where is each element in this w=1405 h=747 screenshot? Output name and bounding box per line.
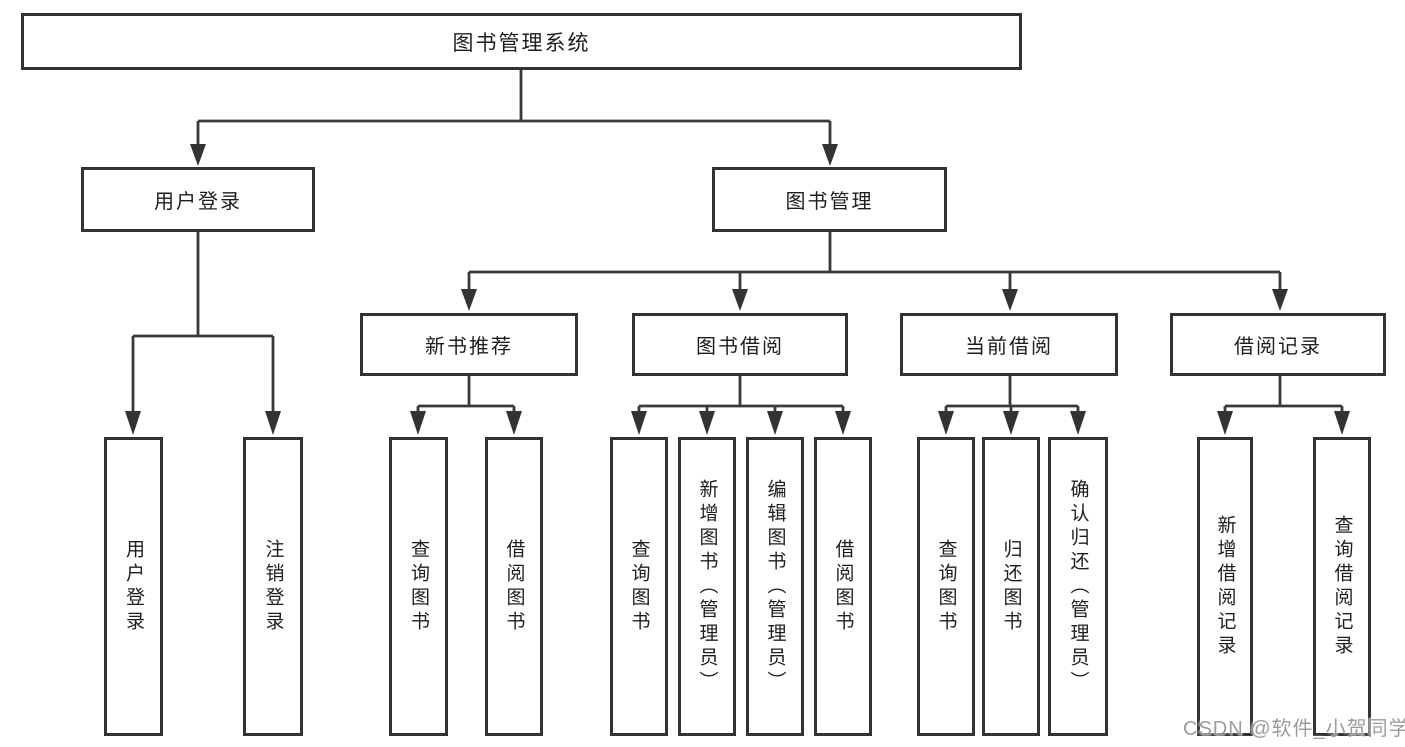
arrowhead — [699, 411, 715, 435]
arrowhead — [125, 411, 141, 435]
node-current-borrowing-label: 当前借阅 — [965, 336, 1053, 358]
arrowhead — [1272, 289, 1288, 311]
leaf-query-books-borrow-label: 查询图书 — [628, 538, 650, 635]
arrowhead — [410, 411, 426, 435]
node-user-login-label: 用户登录 — [154, 191, 242, 213]
leaf-edit-books-admin: 编辑图书（管理员） — [746, 437, 804, 736]
arrowhead — [1002, 289, 1018, 311]
arrowhead — [732, 289, 748, 311]
node-book-borrowing-label: 图书借阅 — [696, 336, 784, 358]
leaf-query-books-recommend-label: 查询图书 — [408, 538, 429, 635]
leaf-add-borrow-record: 新增借阅记录 — [1197, 437, 1253, 736]
leaf-logout-label: 注销登录 — [262, 538, 284, 635]
leaf-add-borrow-record-label: 新增借阅记录 — [1214, 514, 1236, 659]
node-borrowing-records-label: 借阅记录 — [1234, 336, 1322, 358]
node-new-book-recommend-label: 新书推荐 — [425, 336, 513, 358]
node-user-login: 用户登录 — [81, 167, 315, 232]
arrowhead — [822, 144, 838, 166]
arrowhead — [631, 411, 647, 435]
leaf-borrow-books-recommend-label: 借阅图书 — [503, 538, 525, 635]
leaf-query-books-recommend: 查询图书 — [389, 437, 448, 736]
leaf-borrow-books-recommend: 借阅图书 — [485, 437, 543, 736]
arrowhead — [938, 411, 954, 435]
leaf-confirm-return-admin: 确认归还（管理员） — [1048, 437, 1108, 736]
leaf-user-login-label: 用户登录 — [123, 538, 144, 635]
node-book-management: 图书管理 — [712, 167, 947, 232]
leaf-return-books-label: 归还图书 — [1000, 538, 1022, 635]
leaf-query-books-current: 查询图书 — [917, 437, 975, 736]
arrowhead — [265, 411, 281, 435]
node-book-management-label: 图书管理 — [785, 191, 874, 213]
leaf-query-borrow-record: 查询借阅记录 — [1313, 437, 1371, 736]
leaf-borrow-books-label: 借阅图书 — [832, 538, 854, 635]
node-borrowing-records: 借阅记录 — [1170, 313, 1386, 376]
node-root-label: 图书管理系统 — [452, 31, 591, 55]
leaf-query-books-current-label: 查询图书 — [935, 538, 957, 635]
leaf-add-books-admin: 新增图书（管理员） — [678, 437, 736, 736]
arrowhead — [1003, 411, 1019, 435]
arrowhead — [767, 411, 783, 435]
node-book-borrowing: 图书借阅 — [632, 313, 848, 376]
node-current-borrowing: 当前借阅 — [900, 313, 1118, 376]
arrowhead — [1217, 411, 1233, 435]
node-root: 图书管理系统 — [21, 13, 1022, 70]
node-new-book-recommend: 新书推荐 — [360, 313, 578, 376]
leaf-add-books-admin-label: 新增图书（管理员） — [696, 478, 718, 695]
leaf-return-books: 归还图书 — [982, 437, 1040, 736]
leaf-logout: 注销登录 — [243, 437, 303, 736]
leaf-edit-books-admin-label: 编辑图书（管理员） — [764, 478, 786, 695]
leaf-query-books-borrow: 查询图书 — [610, 437, 668, 736]
leaf-confirm-return-admin-label: 确认归还（管理员） — [1067, 478, 1089, 695]
watermark: CSDN @软件_小贺同学 — [1183, 718, 1405, 740]
arrowhead — [1334, 411, 1350, 435]
leaf-query-borrow-record-label: 查询借阅记录 — [1331, 514, 1353, 659]
arrowhead — [1070, 411, 1086, 435]
arrowhead — [835, 411, 851, 435]
leaf-user-login: 用户登录 — [104, 437, 163, 736]
arrowhead — [190, 144, 206, 166]
leaf-borrow-books: 借阅图书 — [814, 437, 872, 736]
arrowhead — [506, 411, 522, 435]
arrowhead — [461, 289, 477, 311]
